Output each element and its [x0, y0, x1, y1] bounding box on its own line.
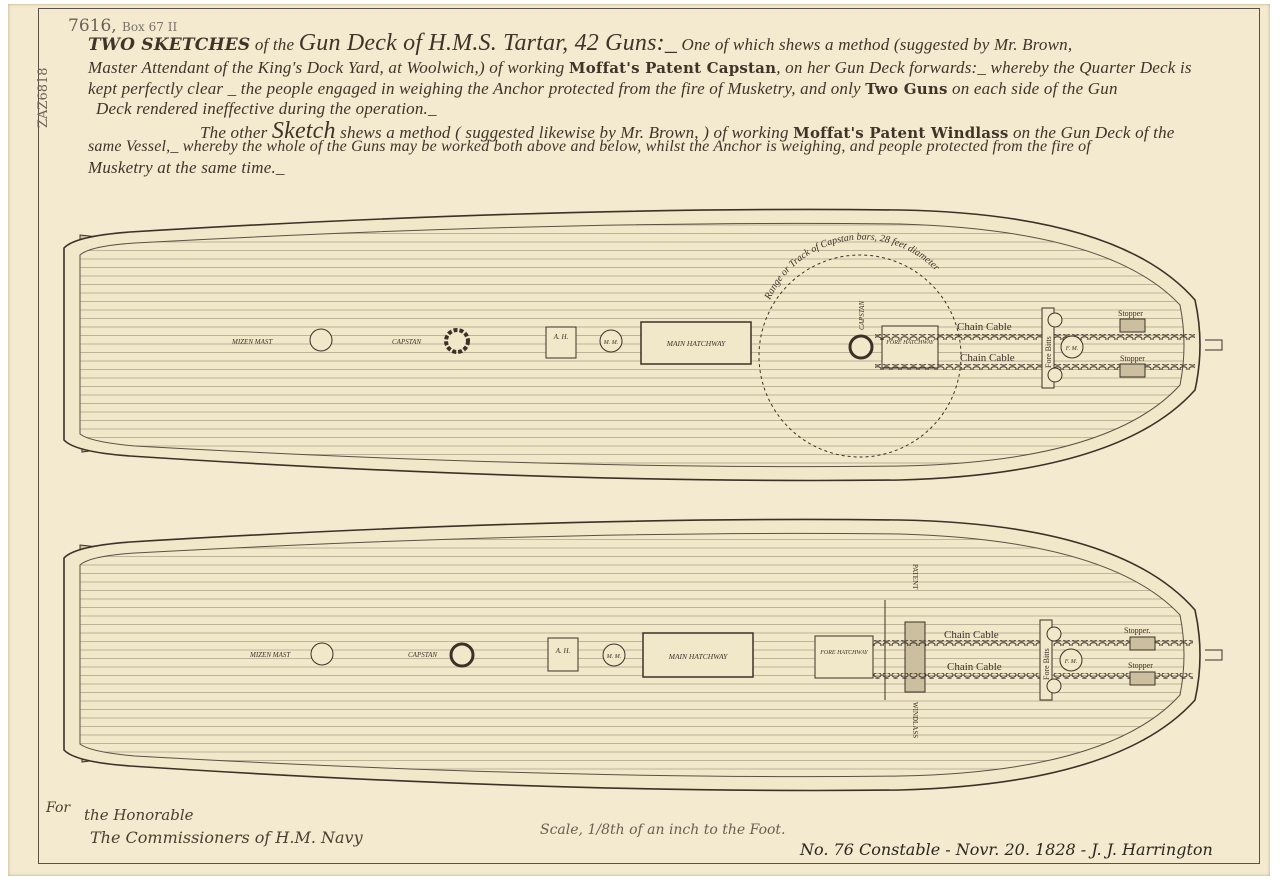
fore-bitts-label: Fore Bitts — [1042, 648, 1051, 680]
chain-cable-starboard — [875, 334, 1195, 340]
heading-text: kept perfectly clear _ the people engage… — [88, 79, 861, 98]
heading-line-6: same Vessel,_ whereby the whole of the G… — [88, 138, 1091, 155]
heading-capstan: Moffat's Patent Capstan — [568, 59, 777, 77]
stopper-label: Stopper — [1120, 354, 1145, 363]
stem — [1205, 339, 1223, 351]
heading-text: on each side of the Gun — [952, 79, 1118, 98]
stopper — [1129, 636, 1156, 651]
fore-bitts — [1041, 307, 1055, 389]
capstan-fwd-label: CAPSTAN — [858, 301, 866, 330]
capstan-bar-range — [758, 254, 962, 458]
fore-mast — [1059, 648, 1083, 672]
main-mast — [602, 643, 626, 667]
main-mast — [599, 329, 623, 353]
stopper — [1119, 318, 1146, 333]
chain-cable-label: Chain Cable — [957, 321, 1012, 333]
fm-label: F. M. — [1065, 346, 1078, 352]
heading-line-1: TWO SKETCHES of the Gun Deck of H.M.S. T… — [88, 30, 1072, 57]
chain-cable-port — [873, 673, 1193, 679]
main-hatchway-label: MAIN HATCHWAY — [668, 652, 728, 661]
main-hatchway — [642, 632, 754, 678]
box-ref: Box 67 II — [122, 20, 178, 34]
heading-text: Master Attendant of the King's Dock Yard… — [88, 58, 565, 77]
stopper — [1119, 363, 1146, 378]
stopper-label: Stopper. — [1124, 626, 1150, 635]
ah-label: A. H. — [553, 333, 569, 341]
border-frame — [38, 8, 1260, 864]
heading-line-5: The other Sketch shews a method ( sugges… — [200, 118, 1175, 145]
heading-line-7: Musketry at the same time._ — [88, 158, 285, 177]
heading-line-2: Master Attendant of the King's Dock Yard… — [88, 58, 1192, 78]
chain-cable-port — [875, 364, 1195, 370]
deck-planking — [79, 532, 1185, 778]
chain-cable-starboard — [873, 640, 1193, 646]
fore-bitts-label: Fore Bitts — [1044, 336, 1053, 368]
capstan-aft — [449, 642, 475, 668]
stopper — [1129, 671, 1156, 686]
address-commissioners: The Commissioners of H.M. Navy — [90, 828, 363, 847]
main-hatchway — [640, 321, 752, 365]
upper-deck-plan: MIZEN MAST CAPSTAN A. H. M. M. MAIN HATC… — [63, 208, 1223, 482]
after-hatch — [545, 326, 577, 359]
heading-sketch: Sketch — [271, 118, 336, 144]
catalogue-ref: 7616, — [68, 16, 117, 36]
heading-text: The other — [200, 123, 268, 142]
fore-hatchway — [814, 635, 874, 679]
mizen-mast — [310, 642, 334, 666]
fm-label: F. M. — [1064, 659, 1077, 665]
capstan-fwd — [848, 334, 874, 360]
heading-caps: TWO SKETCHES — [88, 35, 251, 55]
fore-hatchway-label: FORE HATCHWAY — [819, 650, 868, 656]
capstan-aft — [444, 328, 470, 354]
patent-windlass — [904, 621, 926, 693]
heading-text: One of which shews a method (suggested b… — [681, 35, 1073, 54]
heading-text: on the Gun Deck of the — [1012, 123, 1175, 142]
chain-cable-label: Chain Cable — [960, 352, 1015, 364]
mizen-mast — [309, 328, 333, 352]
heading-line-4: Deck rendered ineffective during the ope… — [96, 99, 437, 118]
capstan-aft-label: CAPSTAN — [392, 338, 421, 346]
address-honourable: the Honorable — [84, 806, 194, 824]
heading-two-guns: Two Guns — [865, 80, 948, 98]
main-hatchway-label: MAIN HATCHWAY — [666, 339, 726, 348]
after-hatch — [547, 637, 579, 672]
heading-text: , on her Gun Deck forwards:_ whereby the… — [776, 58, 1192, 77]
signature: No. 76 Constable - Novr. 20. 1828 - J. J… — [800, 840, 1213, 859]
capstan-aft-label: CAPSTAN — [408, 651, 437, 659]
deck-planking — [79, 222, 1185, 468]
heading-text: shews a method ( suggested likewise by M… — [340, 123, 789, 142]
ah-label: A. H. — [555, 647, 571, 655]
patent-label: PATENT — [911, 564, 919, 590]
mm-label: M. M. — [606, 654, 622, 660]
mizen-mast-label: MIZEN MAST — [249, 651, 291, 659]
address-for: For — [46, 800, 71, 816]
lower-deck-plan: MIZEN MAST CAPSTAN A. H. M. M. MAIN HATC… — [63, 518, 1223, 792]
stopper-label: Stopper — [1128, 661, 1153, 670]
mizen-mast-label: MIZEN MAST — [231, 338, 273, 346]
fore-hatchway-label: FORE HATCHWAY — [885, 340, 934, 346]
fore-hatchway — [881, 325, 939, 369]
chain-cable-label: Chain Cable — [947, 661, 1002, 673]
stem — [1205, 649, 1223, 661]
scale-note: Scale, 1/8th of an inch to the Foot. — [540, 822, 786, 838]
fore-mast — [1060, 335, 1084, 359]
heading-windlass: Moffat's Patent Windlass — [793, 124, 1009, 142]
heading-ship: Gun Deck of H.M.S. Tartar, 42 Guns:_ — [298, 30, 678, 56]
fore-bitts — [1039, 619, 1053, 701]
windlass-label: WINDLASS — [911, 702, 919, 738]
heading-line-3: kept perfectly clear _ the people engage… — [88, 79, 1118, 99]
heading-text: of the — [254, 35, 295, 54]
stopper-label: Stopper — [1118, 309, 1143, 318]
mm-label: M. M. — [603, 340, 619, 346]
chain-cable-label: Chain Cable — [944, 629, 999, 641]
